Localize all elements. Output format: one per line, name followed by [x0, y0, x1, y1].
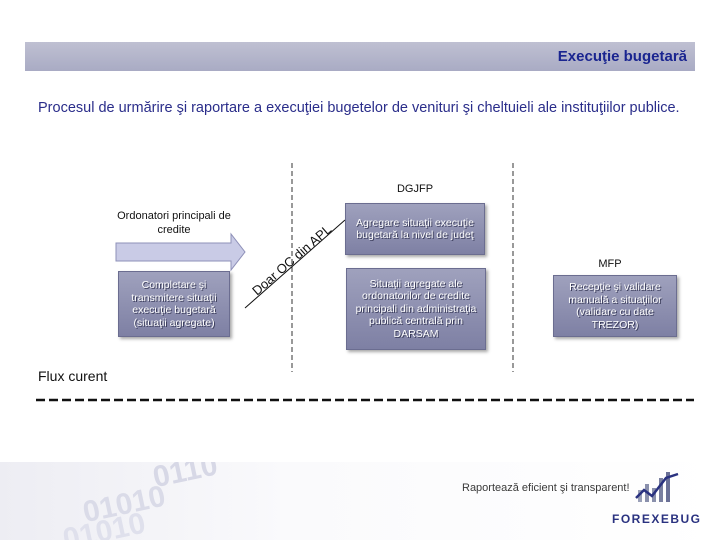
tagline: Raportează eficient şi transparent! [462, 482, 630, 494]
dgjfp-label: DGJFP [375, 183, 455, 195]
intro-text: Procesul de urmărire şi raportare a exec… [38, 93, 698, 123]
box-completare: Completare şi transmitere situaţii execu… [118, 271, 230, 337]
flow-arrow-icon [116, 234, 245, 270]
forexebug-logo-icon [630, 468, 686, 508]
box-agregare: Agregare situaţii execuţie bugetară la n… [345, 203, 485, 255]
ordonatori-label: Ordonatori principali de credite [104, 209, 244, 237]
title-bar: Execuţie bugetară [25, 42, 695, 71]
box-situatii-agregate: Situaţii agregate ale ordonatorilor de c… [346, 268, 486, 350]
mfp-label: MFP [570, 258, 650, 270]
flux-label: Flux curent [38, 368, 107, 384]
page-title: Execuţie bugetară [558, 48, 687, 65]
brand-name: FOREXEBUG [612, 512, 702, 526]
arrow-label: Doar OC din APL [249, 222, 334, 299]
connector-line [245, 220, 345, 308]
box-receptie: Recepţie şi validare manuală a situaţiil… [553, 275, 677, 337]
footer: 0110 01010 01010 Raportează eficient şi … [0, 462, 720, 540]
